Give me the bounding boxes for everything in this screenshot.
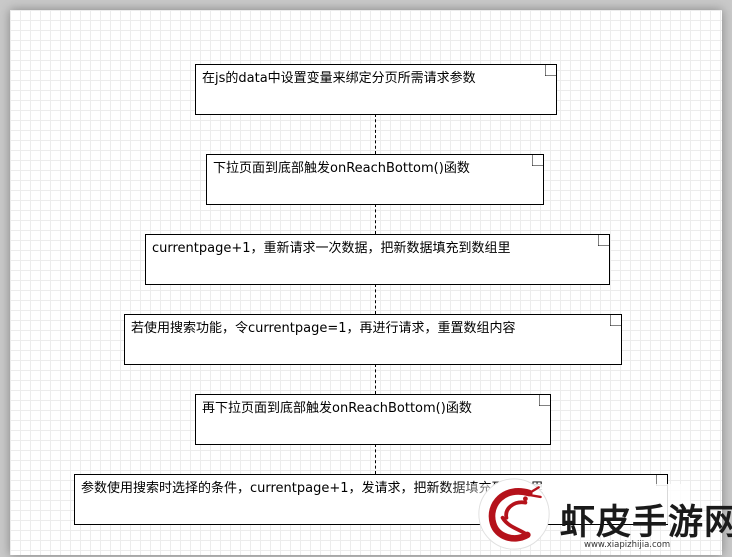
shrimp-logo-icon <box>478 478 550 550</box>
connector-3-4 <box>375 284 376 314</box>
folded-corner-icon <box>532 155 543 166</box>
step-note-5[interactable]: 再下拉页面到底部触发onReachBottom()函数 <box>195 394 551 445</box>
folded-corner-icon <box>598 235 609 246</box>
folded-corner-icon <box>539 395 550 406</box>
connector-4-5 <box>375 364 376 394</box>
connector-2-3 <box>375 204 376 234</box>
step-note-6-text: 参数使用搜索时选择的条件，currentpage+1，发请求，把新数据填充到数组… <box>81 481 544 496</box>
folded-corner-icon <box>656 475 667 486</box>
step-note-4-text: 若使用搜索功能，令currentpage=1，再进行请求，重置数组内容 <box>131 321 516 336</box>
step-note-5-text: 再下拉页面到底部触发onReachBottom()函数 <box>202 401 472 416</box>
step-note-3[interactable]: currentpage+1，重新请求一次数据，把新数据填充到数组里 <box>145 234 610 285</box>
step-note-3-text: currentpage+1，重新请求一次数据，把新数据填充到数组里 <box>152 241 511 256</box>
step-note-2[interactable]: 下拉页面到底部触发onReachBottom()函数 <box>206 154 544 205</box>
folded-corner-icon <box>545 65 556 76</box>
step-note-1[interactable]: 在js的data中设置变量来绑定分页所需请求参数 <box>195 64 557 115</box>
watermark-text: 虾皮手游网 <box>560 503 732 543</box>
step-note-2-text: 下拉页面到底部触发onReachBottom()函数 <box>213 161 470 176</box>
watermark-url: www.xiapizhijia.com <box>584 540 671 550</box>
connector-5-6 <box>375 444 376 474</box>
step-note-4[interactable]: 若使用搜索功能，令currentpage=1，再进行请求，重置数组内容 <box>124 314 622 365</box>
step-note-1-text: 在js的data中设置变量来绑定分页所需请求参数 <box>202 71 476 86</box>
folded-corner-icon <box>610 315 621 326</box>
connector-1-2 <box>375 114 376 154</box>
